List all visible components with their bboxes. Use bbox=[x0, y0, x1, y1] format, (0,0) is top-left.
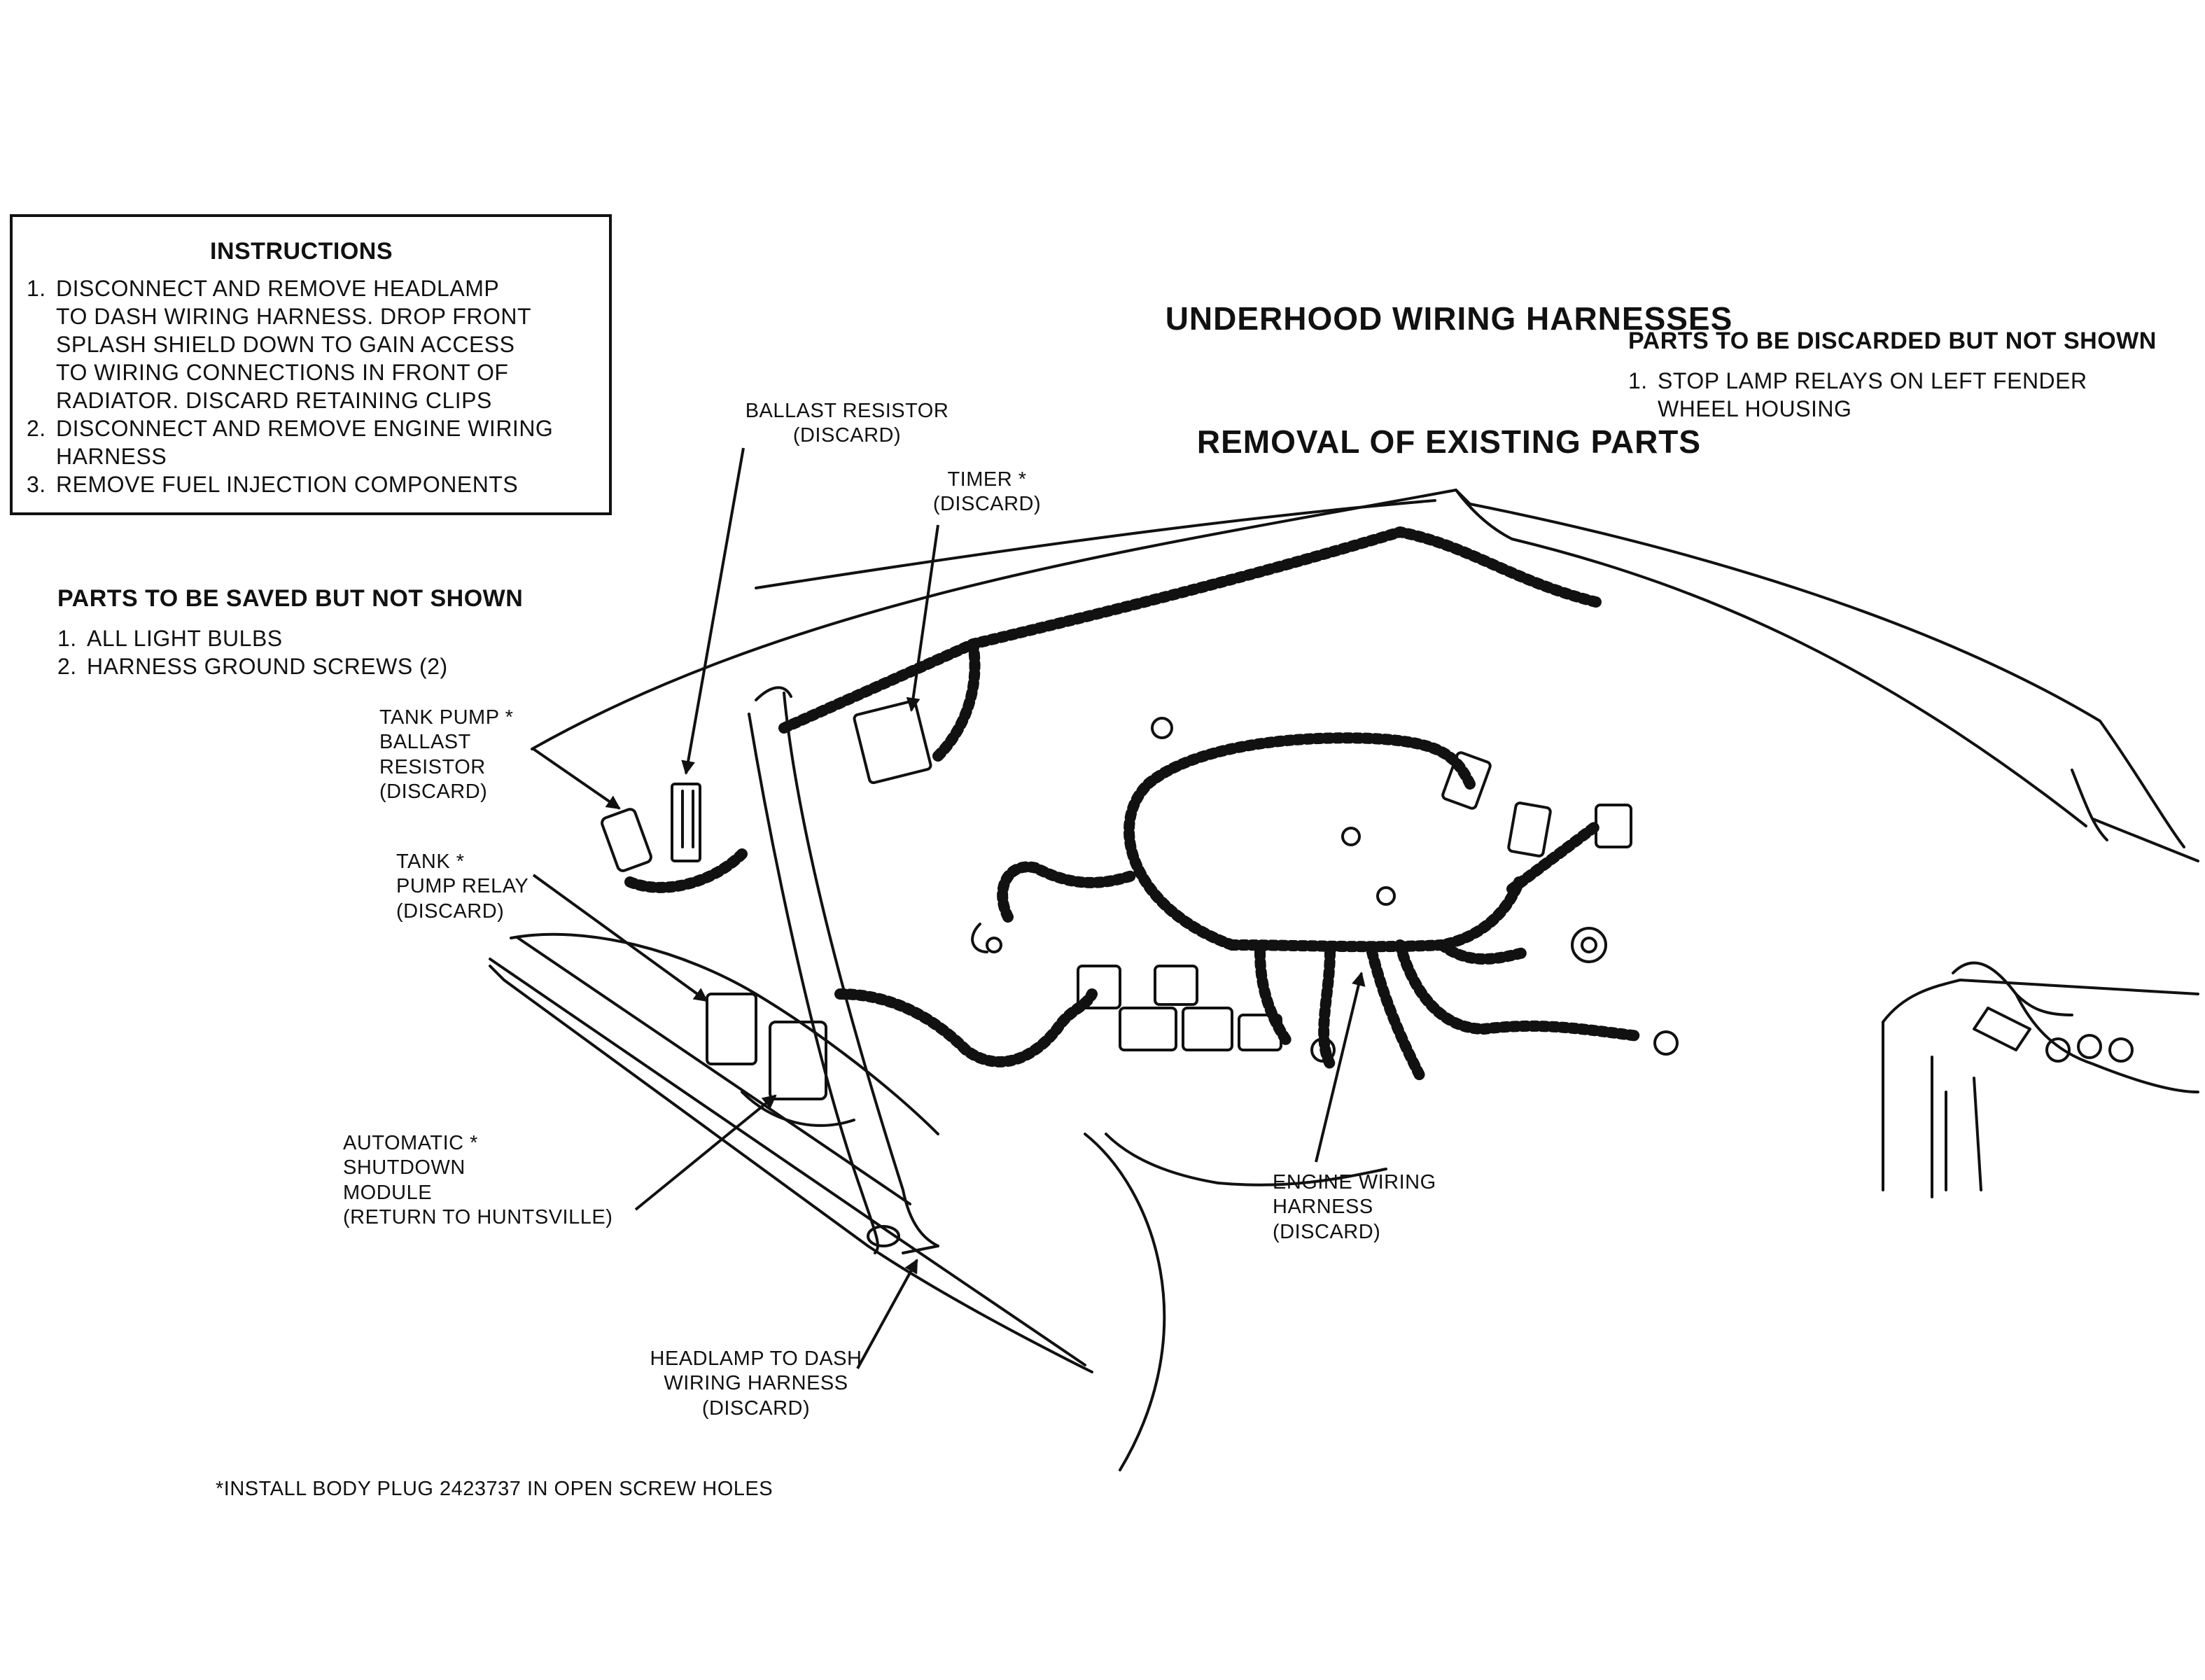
battery-cable bbox=[1952, 961, 2073, 1016]
engine-branch-d bbox=[1506, 820, 1602, 895]
engine-harness-trunk bbox=[1226, 876, 1525, 953]
timer-label: TIMER * (DISCARD) bbox=[932, 468, 1042, 516]
grommet bbox=[867, 1225, 900, 1247]
dash-harness-tube-b bbox=[783, 692, 939, 1247]
tank-pump-lead bbox=[624, 848, 748, 893]
instructions-heading: INSTRUCTIONS bbox=[210, 238, 393, 265]
engine-branch-a bbox=[1394, 939, 1644, 1042]
engine-branch-f bbox=[1436, 939, 1532, 965]
inner-curve bbox=[1105, 1133, 1387, 1186]
left-engine-harness bbox=[997, 861, 1140, 923]
saved-part-item: 1.ALL LIGHT BULBS bbox=[57, 626, 283, 651]
lower-body-line-2 bbox=[489, 965, 1093, 1373]
engine-wiring-harness-label: ENGINE WIRING HARNESS (DISCARD) bbox=[1273, 1171, 1436, 1243]
engine-harness-arrow bbox=[1315, 972, 1366, 1163]
saved-part-item: 2.HARNESS GROUND SCREWS (2) bbox=[57, 654, 448, 679]
lower-front-harness bbox=[834, 988, 1098, 1068]
instruction-item: 1.DISCONNECT AND REMOVE HEADLAMP TO DASH… bbox=[27, 276, 531, 413]
discarded-parts-heading: PARTS TO BE DISCARDED BUT NOT SHOWN bbox=[1628, 328, 2157, 354]
tank-pump-relay-label: TANK * PUMP RELAY (DISCARD) bbox=[396, 850, 529, 923]
shutdown-module bbox=[769, 1021, 827, 1100]
shutdown-arrow bbox=[634, 1094, 777, 1211]
instruction-item: 3.REMOVE FUEL INJECTION COMPONENTS bbox=[27, 472, 519, 497]
dash-harness-tube-c bbox=[755, 686, 792, 701]
diagram-title: UNDERHOOD WIRING HARNESSES REMOVAL OF EX… bbox=[1078, 216, 1820, 504]
battery bbox=[1882, 979, 2199, 1198]
automatic-shutdown-label: AUTOMATIC * SHUTDOWN MODULE (RETURN TO H… bbox=[343, 1132, 613, 1229]
front-harness bbox=[778, 526, 1602, 734]
fender-lip bbox=[1455, 489, 2087, 827]
saved-parts-list: 1.ALL LIGHT BULBS 2.HARNESS GROUND SCREW… bbox=[57, 624, 448, 680]
instructions-box bbox=[10, 214, 612, 515]
timer-arrow bbox=[906, 524, 939, 712]
engine-branch-e bbox=[1254, 946, 1294, 1049]
pump-relay bbox=[706, 993, 757, 1065]
ballast-arrow bbox=[681, 447, 745, 775]
headlamp-harness-label: HEADLAMP TO DASH WIRING HARNESS (DISCARD… bbox=[650, 1348, 862, 1420]
pump-relay-arrow bbox=[532, 874, 708, 1002]
engine-branch-b bbox=[1318, 946, 1336, 1070]
instruction-item: 2.DISCONNECT AND REMOVE ENGINE WIRING HA… bbox=[27, 416, 554, 469]
lower-body-line-3 bbox=[517, 937, 911, 1205]
diagram-title-line-2: REMOVAL OF EXISTING PARTS bbox=[1196, 424, 1702, 461]
headlamp-arrow bbox=[856, 1259, 918, 1369]
diagram-title-line-1: UNDERHOOD WIRING HARNESSES bbox=[1165, 300, 1733, 337]
timer-lead bbox=[932, 638, 981, 762]
fender-edge bbox=[2071, 769, 2199, 862]
engine-harness-loop bbox=[1124, 732, 1476, 951]
ballast-resistor bbox=[671, 783, 701, 862]
footnote: *INSTALL BODY PLUG 2423737 IN OPEN SCREW… bbox=[216, 1478, 774, 1500]
tank-pump-resistor bbox=[601, 808, 652, 872]
engine-branch-c bbox=[1366, 946, 1427, 1084]
tank-pump-ballast-label: TANK PUMP * BALLAST RESISTOR (DISCARD) bbox=[379, 706, 514, 804]
cowl-line bbox=[755, 499, 1436, 589]
timer-module bbox=[853, 699, 932, 785]
discarded-part-item: 1.STOP LAMP RELAYS ON LEFT FENDER WHEEL … bbox=[1628, 368, 2087, 421]
instructions-list: 1.DISCONNECT AND REMOVE HEADLAMP TO DASH… bbox=[27, 274, 553, 498]
saved-parts-heading: PARTS TO BE SAVED BUT NOT SHOWN bbox=[57, 585, 524, 612]
tank-pump-ballast-arrow bbox=[532, 748, 621, 810]
wheel-arch bbox=[1084, 1133, 1166, 1471]
discarded-parts-list: 1.STOP LAMP RELAYS ON LEFT FENDER WHEEL … bbox=[1628, 367, 2087, 423]
lower-body-line-1 bbox=[489, 958, 1086, 1366]
radiator-support bbox=[510, 932, 939, 1135]
ballast-resistor-label: BALLAST RESISTOR (DISCARD) bbox=[745, 400, 949, 447]
fender-outline bbox=[531, 489, 2185, 848]
